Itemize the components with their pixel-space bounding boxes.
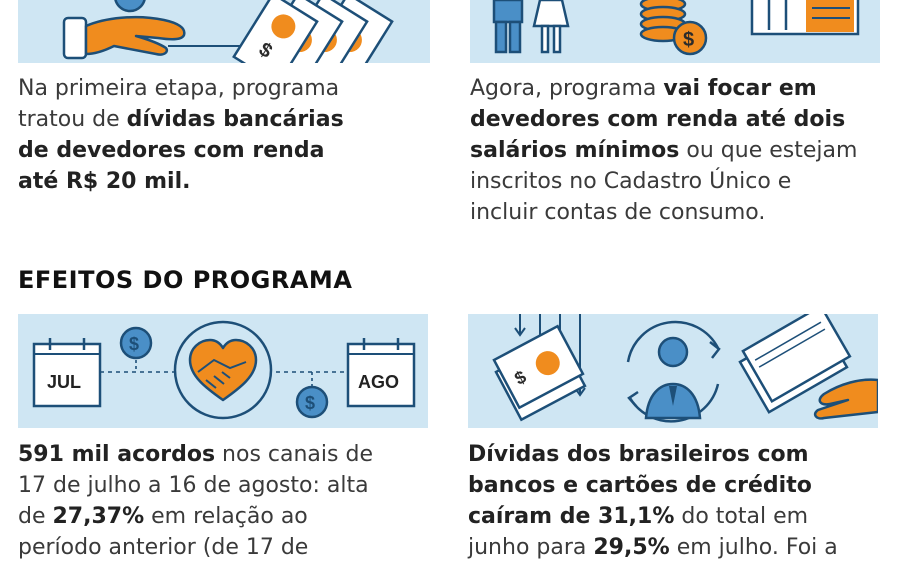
section-title: EFEITOS DO PROGRAMA: [18, 266, 353, 294]
banknotes-icon: $: [492, 324, 587, 422]
bold-text: bancos e cartões de crédito: [468, 473, 812, 498]
calendar-july-icon: JUL: [32, 338, 102, 408]
dollar-coin-icon: $: [295, 385, 329, 419]
debt-reduction-description: Dívidas dos brasileiros com bancos e cart…: [468, 439, 838, 563]
agreements-effect-description: 591 mil acordos nos canais de 17 de julho…: [18, 439, 373, 563]
person-man-icon: [492, 0, 524, 54]
bold-text: até R$ 20 mil.: [18, 169, 191, 194]
text: inscritos no Cadastro Único e: [470, 169, 792, 194]
text: 17 de julho a 16 de agosto: alta: [18, 473, 369, 498]
calendar-august-icon: AGO: [346, 338, 416, 408]
svg-text:$: $: [683, 29, 694, 51]
current-focus-description: Agora, programa vai focar em devedores co…: [470, 73, 857, 228]
banknotes-icon: $: [232, 0, 394, 63]
text: junho para: [468, 535, 594, 560]
text: Agora, programa: [470, 76, 664, 101]
bold-text: salários mínimos: [470, 138, 680, 163]
text: em relação ao: [144, 504, 308, 529]
illustration-agreements-timeline: JUL $ $ AGO: [18, 314, 428, 428]
svg-text:$: $: [129, 334, 139, 354]
bold-text: dívidas bancárias: [126, 107, 344, 132]
coin-icon: [114, 0, 146, 13]
bold-text: 27,37%: [52, 504, 145, 529]
first-stage-description: Na primeira etapa, programa tratou de dív…: [18, 73, 344, 197]
text: incluir contas de consumo.: [470, 200, 766, 225]
svg-text:$: $: [305, 393, 315, 413]
form-document-icon: [750, 0, 860, 36]
open-hand-icon: [62, 15, 186, 60]
bold-text: de devedores com renda: [18, 138, 325, 163]
text: Na primeira etapa, programa: [18, 76, 340, 101]
dollar-coin-icon: $: [672, 20, 708, 56]
dollar-coin-icon: $: [119, 326, 153, 360]
bold-text: caíram de 31,1%: [468, 504, 675, 529]
svg-text:JUL: JUL: [47, 372, 81, 392]
bold-text: devedores com renda até dois: [470, 107, 846, 132]
text: nos canais de: [215, 442, 373, 467]
text: em julho. Foi a: [669, 535, 838, 560]
illustration-people-coins-form: $: [470, 0, 880, 63]
text: de: [18, 504, 53, 529]
illustration-debt-reduction: $: [468, 314, 878, 428]
text: período anterior (de 17 de: [18, 535, 309, 560]
text: tratou de: [18, 107, 127, 132]
bold-text: 29,5%: [593, 535, 670, 560]
person-cycle-icon: [626, 320, 721, 423]
person-woman-icon: [532, 0, 570, 54]
text: do total em: [674, 504, 809, 529]
bold-text: vai focar em: [663, 76, 817, 101]
illustration-hand-receiving-money: $: [18, 0, 430, 63]
credit-card-hand-icon: [738, 314, 878, 420]
bold-text: 591 mil acordos: [18, 442, 216, 467]
svg-text:AGO: AGO: [358, 372, 399, 392]
handshake-heart-icon: [173, 320, 273, 420]
text: ou que estejam: [679, 138, 858, 163]
bold-text: Dívidas dos brasileiros com: [468, 442, 809, 467]
